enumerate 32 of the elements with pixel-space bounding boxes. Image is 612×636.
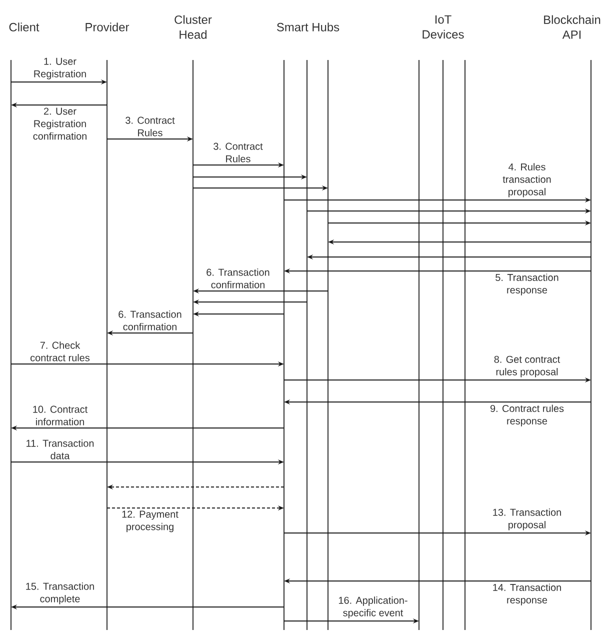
edge-label: 5. Transaction response xyxy=(494,272,560,296)
edge-label: 6. Transaction confirmation xyxy=(117,310,183,332)
lifeline xyxy=(464,60,466,630)
lifeline xyxy=(418,60,420,630)
participant-label: Blockchain API xyxy=(544,15,600,39)
lifeline xyxy=(192,60,194,630)
lifeline xyxy=(442,60,444,630)
edge-label: 13. Transaction proposal xyxy=(491,508,563,532)
edge-label: 4. Rules transaction proposal xyxy=(502,162,552,198)
participant-label: Smart Hubs xyxy=(276,22,340,32)
edge-label: 10. Contract information xyxy=(31,404,89,426)
edge-label: 14. Transaction response xyxy=(491,582,563,606)
edge-label: 6. Transaction confirmation xyxy=(205,268,271,290)
lifeline xyxy=(306,60,308,630)
edge-label: 8. Get contract rules proposal xyxy=(492,354,562,378)
edge-label: 1. User Registration xyxy=(32,56,88,80)
participant-label: Cluster Head xyxy=(174,15,212,39)
lifeline xyxy=(106,60,108,630)
edge-label: 11. Transaction data xyxy=(24,438,96,460)
edge-label: 9. Contract rules response xyxy=(489,404,565,428)
lifeline xyxy=(10,60,12,630)
participant-label: IoT Devices xyxy=(422,15,464,39)
edge-label: 3. Contract Rules xyxy=(124,116,176,138)
participant-label: Client xyxy=(9,22,40,32)
participant-label: Provider xyxy=(86,22,130,32)
edge-label: 16. Application-specific event xyxy=(337,596,409,620)
edge-label: 12. Payment processing xyxy=(120,510,180,534)
edge-label: 2. User Registration confirmation xyxy=(32,106,88,141)
edge-label: 7. Check contract rules xyxy=(29,340,91,362)
edge-label: 15. Transaction complete xyxy=(24,582,96,606)
lifeline xyxy=(590,60,592,630)
edge-label: 3. Contract Rules xyxy=(212,142,264,164)
